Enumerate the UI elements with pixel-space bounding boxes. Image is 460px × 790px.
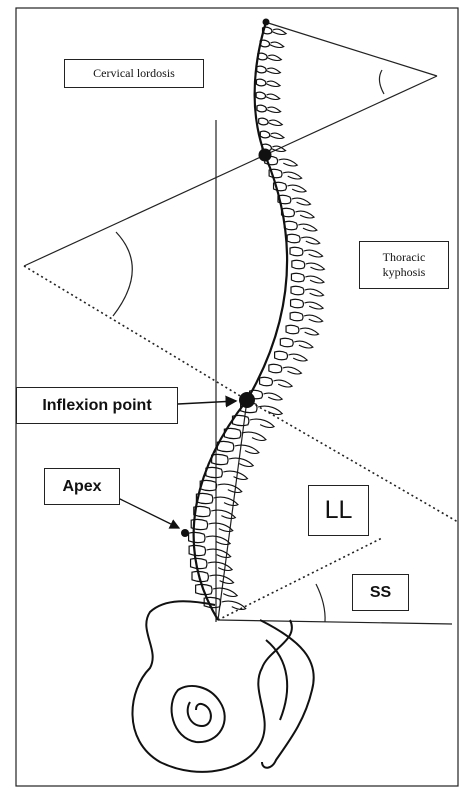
spinous-process [287,185,306,192]
spinous-process [242,432,266,440]
vertebra-body [286,325,299,334]
spinous-process [298,224,317,231]
acetabulum-spiral [188,702,211,726]
spinous-process [292,198,311,205]
vertebra-body [259,118,268,125]
kyphosis-upper-line [24,155,265,266]
spinous-process [279,159,298,166]
vertebra-body [269,364,282,373]
spinous-process [250,419,274,427]
vertebra-body [284,221,297,230]
vertebra-body [191,558,207,568]
vertebra-body [189,532,205,542]
iliac-wing-outline [132,601,291,772]
spinous-process [235,445,259,453]
spinous-process [270,133,284,138]
inflexion-arrow [178,401,236,404]
thoracic-kyphosis-text-line2: kyphosis [383,265,426,280]
spinous-process [209,575,233,583]
spinous-process [301,237,320,244]
spinous-process [266,94,280,99]
spinous-process [229,458,253,466]
vertebra-body [292,260,305,269]
vertebra-body [206,467,222,477]
vertebra-body [290,247,303,256]
ss-label: SS [352,574,409,611]
sacrum-inner-line [266,640,287,720]
spinous-process [223,471,247,479]
vertebra-body [287,234,300,243]
ss-text: SS [370,584,391,602]
spinous-process [208,562,232,570]
spinous-process [283,172,302,179]
spinous-process [306,263,325,270]
inflexion-point-marker [239,392,255,408]
apex-text: Apex [62,478,101,496]
thoracic-kyphosis-text-line1: Thoracic [383,250,426,265]
apex-point-marker [181,529,189,537]
apex-label: Apex [44,468,120,505]
vertebra-body [256,79,265,86]
kyphosis-lower-dotted-line [24,266,247,400]
spinous-process [218,484,242,492]
vertebra-body [291,286,304,295]
spinous-process [283,367,302,374]
spinous-process [267,107,281,112]
spinous-process [304,302,323,309]
spinous-process [305,276,324,283]
thoracic-transition-point [259,149,272,162]
vertebra-body [291,299,304,308]
spinous-process [266,81,280,86]
spinous-process [300,328,319,335]
horizontal-reference-line [218,620,452,624]
cervical-lordosis-text: Cervical lordosis [93,66,175,81]
ll-text: LL [325,496,353,525]
vertebra-body [280,338,293,347]
sacral-slope-arc [316,584,325,622]
spinous-process [294,341,313,348]
spinous-process [289,354,308,361]
spinous-process [272,29,286,34]
spinous-process [270,42,284,47]
vertebra-body [256,92,265,99]
spinous-process [264,393,283,400]
vertebra-body [212,454,228,464]
cervical-upper-line [265,22,437,76]
spinous-process [268,120,282,125]
cervical-lordosis-label: Cervical lordosis [64,59,204,88]
vertebra-body [260,377,273,386]
spinous-process [209,523,233,531]
obturator-ring [172,686,225,742]
kyphosis-angle-arc [113,232,132,316]
pelvis [132,601,313,772]
spinous-process [206,536,230,544]
vertebra-body [189,545,205,555]
spinous-process [305,289,324,296]
inflexion-point-text: Inflexion point [42,397,151,415]
vertebra-body [260,131,269,138]
spinous-process [295,211,314,218]
spinous-process [266,68,280,73]
inflexion-point-label: Inflexion point [16,387,178,424]
c2-point [263,19,270,26]
spinous-process [273,380,292,387]
thoracic-kyphosis-label: Thoracic kyphosis [359,241,449,289]
vertebra-body [257,105,266,112]
vertebra-body [257,66,266,73]
spinous-process [213,588,237,596]
cervical-lower-line [265,76,437,155]
vertebra-body [290,312,303,321]
cervical-angle-arc [379,70,384,94]
apex-arrow [118,498,179,528]
spinous-process [304,250,323,257]
spinous-process [267,55,281,60]
vertebra-body [275,351,288,360]
vertebra-body [291,273,304,282]
ll-label: LL [308,485,369,536]
spinous-process [304,315,323,322]
